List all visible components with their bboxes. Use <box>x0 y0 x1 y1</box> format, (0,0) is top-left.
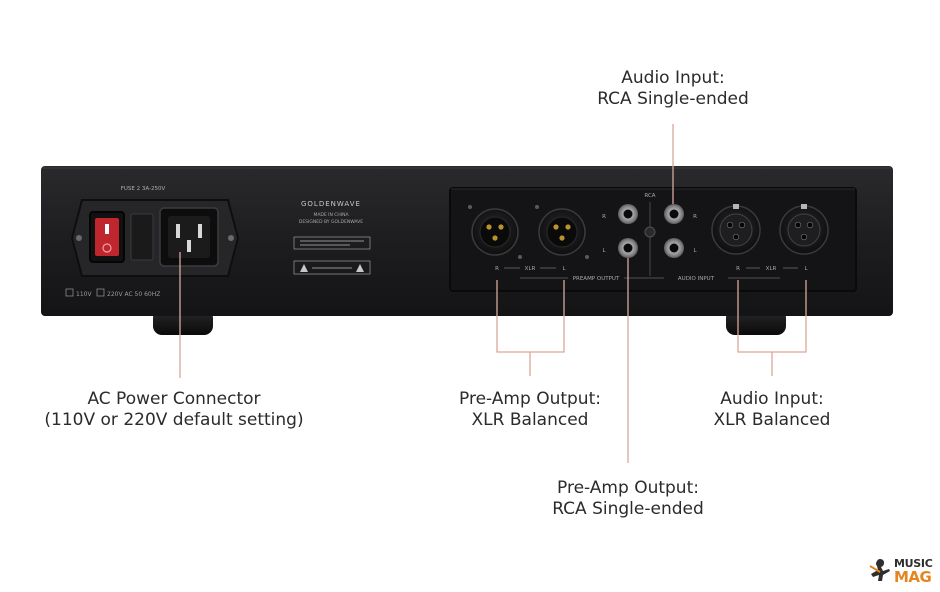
leader-audio-input-xlr <box>737 280 807 376</box>
fuse-drawer <box>130 213 154 261</box>
callout-audio-input-xlr-line2: XLR Balanced <box>713 410 831 430</box>
rca-audio-input-right[interactable] <box>664 204 684 224</box>
xlr-output-right[interactable] <box>468 205 522 259</box>
callout-preamp-rca-line1: Pre-Amp Output: <box>557 478 699 498</box>
voltage-220-label: 220V AC 50 60HZ <box>107 291 160 298</box>
rca-preamp-output-right[interactable] <box>618 204 638 224</box>
callout-audio-input-rca-line1: Audio Input: <box>621 68 725 88</box>
xlr-in-l-label: L <box>804 266 808 272</box>
preamp-output-section-label: PREAMP OUTPUT <box>573 276 620 282</box>
ac-power-module <box>70 199 240 277</box>
xlr-input-label: XLR <box>766 266 777 272</box>
xlr-out-r-label: R <box>495 266 499 272</box>
svg-text:R: R <box>693 214 697 220</box>
callout-ac-power: AC Power Connector (110V or 220V default… <box>24 389 324 431</box>
watermark-line2: MAG <box>894 568 932 586</box>
svg-text:L: L <box>602 248 606 254</box>
xlr-input-left[interactable] <box>779 204 829 255</box>
voltage-110-label: 110V <box>76 291 92 298</box>
caution-label-box <box>293 260 371 275</box>
svg-text:R: R <box>602 214 606 220</box>
callout-audio-input-xlr: Audio Input: XLR Balanced <box>672 389 872 431</box>
callout-ac-power-line1: AC Power Connector <box>87 389 261 409</box>
designed-by-label: DESIGNED BY GOLDENWAVE <box>299 219 363 225</box>
callout-leader-lines <box>179 124 807 463</box>
callout-preamp-rca-line2: RCA Single-ended <box>552 499 704 519</box>
rca-audio-input-left[interactable] <box>664 238 684 258</box>
watermark-line1: MUSIC <box>894 557 933 570</box>
callout-audio-input-rca: Audio Input: RCA Single-ended <box>573 68 773 110</box>
callout-preamp-rca: Pre-Amp Output: RCA Single-ended <box>528 478 728 520</box>
fuse-label: FUSE 2 3A-250V <box>121 186 166 192</box>
made-in-label: MADE IN CHINA <box>313 212 349 218</box>
warning-label-box <box>293 236 371 250</box>
audio-input-section-label: AUDIO INPUT <box>678 276 715 282</box>
callout-audio-input-xlr-line1: Audio Input: <box>720 389 824 409</box>
brand-label: GOLDENWAVE <box>301 200 361 208</box>
callout-ac-power-line2: (110V or 220V default setting) <box>44 410 304 430</box>
xlr-in-r-label: R <box>736 266 740 272</box>
musicmag-watermark: MUSIC MAG <box>868 556 938 586</box>
xlr-output-left[interactable] <box>535 205 589 259</box>
svg-text:L: L <box>693 248 697 254</box>
guitarist-logo-icon <box>869 559 890 581</box>
rca-preamp-output-left[interactable] <box>618 238 638 258</box>
rca-label: RCA <box>644 193 655 199</box>
callout-preamp-xlr: Pre-Amp Output: XLR Balanced <box>430 389 630 431</box>
xlr-out-l-label: L <box>562 266 566 272</box>
xlr-output-label: XLR <box>525 266 536 272</box>
callout-preamp-xlr-line2: XLR Balanced <box>471 410 589 430</box>
xlr-input-right[interactable] <box>711 204 761 255</box>
leader-preamp-xlr <box>496 280 565 376</box>
callout-preamp-xlr-line1: Pre-Amp Output: <box>459 389 601 409</box>
callout-audio-input-rca-line2: RCA Single-ended <box>597 89 749 109</box>
branding-labels: GOLDENWAVE MADE IN CHINA DESIGNED BY GOL… <box>293 200 371 275</box>
